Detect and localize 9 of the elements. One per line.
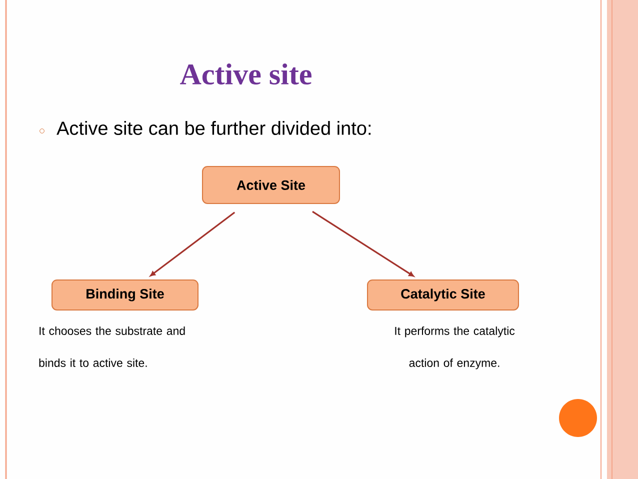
description-text: It performs the catalytic action of enzyme. bbox=[395, 326, 515, 370]
arrow bbox=[150, 212, 236, 276]
arrow bbox=[312, 210, 414, 277]
description-text: It chooses the substrate and binds it to active site. bbox=[39, 326, 185, 367]
process-box: Active Site bbox=[202, 166, 340, 204]
bullet-text: Active site can be further divided into: bbox=[56, 121, 371, 135]
title: Active site bbox=[180, 63, 312, 85]
process-box: Binding Site bbox=[52, 279, 198, 310]
process-box: Catalytic Site bbox=[367, 279, 519, 310]
